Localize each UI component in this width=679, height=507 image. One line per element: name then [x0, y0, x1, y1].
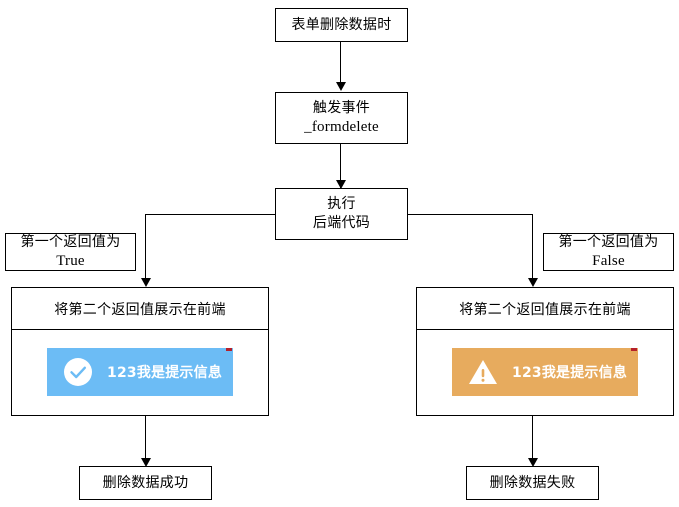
alert-success-text: 123我是提示信息	[107, 365, 223, 381]
arrowhead-success-to-result	[141, 458, 151, 467]
label-branch-false-line-1: 第一个返回值为	[558, 234, 659, 250]
node-result-delete-fail-line-1: 删除数据失败	[489, 474, 576, 491]
connector-warning-to-result	[532, 416, 533, 464]
arrowhead-branch-false	[528, 278, 538, 287]
connector-event-to-exec	[340, 144, 341, 188]
node-execute-backend-code-line-2: 后端代码	[312, 215, 371, 231]
container-warning-body: 123我是提示信息	[417, 330, 673, 415]
warning-triangle-icon	[466, 355, 500, 389]
label-branch-true-line-2: True	[56, 253, 85, 269]
container-success-body: 123我是提示信息	[12, 330, 268, 415]
arrowhead-trigger-to-event	[336, 82, 346, 91]
label-branch-false: 第一个返回值为 False	[543, 233, 674, 271]
container-front-end-display-warning[interactable]: 将第二个返回值展示在前端 123我是提示信息	[416, 287, 674, 416]
node-trigger-event-line-1: 触发事件	[312, 100, 371, 116]
alert-success[interactable]: 123我是提示信息	[47, 348, 233, 396]
arrowhead-branch-true	[141, 278, 151, 287]
arrowhead-event-to-exec	[336, 180, 346, 189]
node-form-delete-trigger-line-1: 表单删除数据时	[291, 16, 392, 33]
connector-exec-branch-true-vertical	[145, 214, 146, 282]
node-result-delete-success[interactable]: 删除数据成功	[79, 466, 212, 500]
node-execute-backend-code-line-1: 执行	[327, 196, 356, 212]
connector-exec-branch-true-horizontal	[145, 214, 276, 215]
node-result-delete-success-line-1: 删除数据成功	[102, 474, 189, 491]
container-front-end-display-success[interactable]: 将第二个返回值展示在前端 123我是提示信息	[11, 287, 269, 416]
label-branch-true-line-1: 第一个返回值为	[20, 234, 121, 250]
node-execute-backend-code[interactable]: 执行 后端代码	[275, 188, 408, 240]
alert-warning-corner-marker	[631, 348, 637, 351]
connector-exec-branch-false-vertical	[532, 214, 533, 282]
container-success-title: 将第二个返回值展示在前端	[12, 288, 268, 330]
connector-exec-branch-false-horizontal	[407, 214, 533, 215]
arrowhead-warning-to-result	[528, 458, 538, 467]
check-circle-icon	[61, 355, 95, 389]
node-form-delete-trigger[interactable]: 表单删除数据时	[275, 8, 408, 42]
connector-trigger-to-event	[340, 42, 341, 85]
alert-success-corner-marker	[226, 348, 232, 351]
node-result-delete-fail[interactable]: 删除数据失败	[466, 466, 599, 500]
container-warning-title: 将第二个返回值展示在前端	[417, 288, 673, 330]
node-trigger-event[interactable]: 触发事件 _formdelete	[275, 92, 408, 144]
label-branch-false-line-2: False	[592, 253, 625, 269]
alert-warning[interactable]: 123我是提示信息	[452, 348, 638, 396]
alert-warning-text: 123我是提示信息	[512, 365, 628, 381]
node-trigger-event-line-2: _formdelete	[304, 119, 379, 135]
connector-success-to-result	[145, 416, 146, 464]
label-branch-true: 第一个返回值为 True	[5, 233, 136, 271]
